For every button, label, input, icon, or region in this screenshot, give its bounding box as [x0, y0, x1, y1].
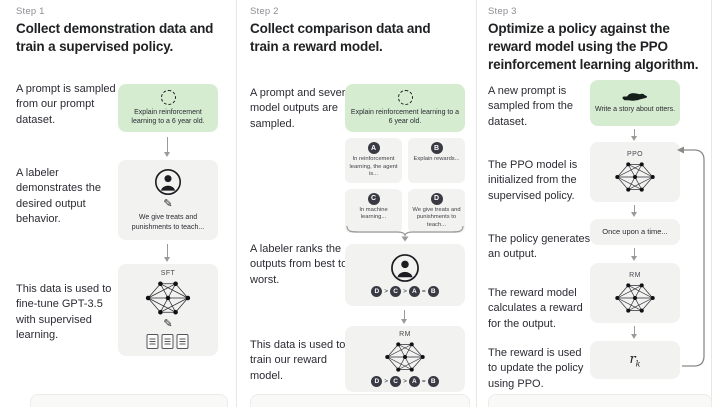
step2-caption-sampled: A prompt and several model outputs are s…: [250, 87, 354, 130]
pencil-icon: ✎: [163, 198, 173, 211]
step2-column: Step 2 Collect comparison data and train…: [250, 0, 468, 407]
step2-prompt-box: Explain reinforcement learning to a 6 ye…: [345, 84, 465, 132]
rank-circle: A: [408, 376, 420, 387]
step2-title: Collect comparison data and train a rewa…: [250, 21, 431, 54]
step2-label: Step 2: [250, 6, 279, 17]
step2-prompt-text: Explain reinforcement learning to a 6 ye…: [350, 108, 460, 125]
letter-a-badge: A: [367, 142, 380, 154]
arrow-down-icon: [400, 310, 407, 324]
next-section-card-top: [488, 394, 712, 407]
arrow-down-icon: [163, 244, 170, 262]
step2-caption-train: This data is used to train our reward mo…: [250, 339, 346, 382]
rank-circle: B: [427, 376, 439, 387]
ranking-row: D > C > A = B: [371, 376, 439, 387]
step1-label: Step 1: [16, 6, 45, 17]
otter-icon: [622, 93, 648, 101]
step1-sft-box: SFT ✎: [118, 264, 218, 356]
rank-separator: >: [403, 288, 407, 295]
curly-brace-icon: [346, 225, 464, 242]
column-divider: [711, 0, 712, 407]
ppo-model-label: PPO: [627, 151, 643, 158]
arrow-down-icon: [630, 205, 637, 217]
column-divider: [236, 0, 237, 407]
rank-circle: C: [390, 286, 402, 297]
next-section-card-top: [250, 394, 470, 407]
step3-caption-generates: The policy generates an output.: [488, 233, 591, 261]
step1-demonstration-text: We give treats and punishments to teach.…: [131, 214, 205, 231]
rank-separator: >: [384, 288, 389, 295]
documents-icon: [146, 334, 189, 349]
arrow-down-icon: [163, 137, 170, 157]
step3-rm-box: RM: [590, 263, 680, 323]
rank-circle: C: [390, 376, 402, 387]
person-icon: [155, 169, 181, 196]
arrow-down-icon: [630, 129, 637, 141]
letter-b-badge: B: [430, 142, 443, 154]
rank-separator: =: [421, 288, 426, 295]
reward-symbol: rk: [629, 351, 641, 369]
output-a-text: In reinforcement learning, the agent is.…: [349, 156, 398, 178]
rank-circle: D: [371, 286, 383, 297]
rm-model-label: RM: [399, 331, 411, 338]
rank-circle: B: [427, 286, 439, 297]
step3-prompt-box: Write a story about otters.: [590, 80, 680, 126]
step3-caption-new-prompt: A new prompt is sampled from the dataset…: [488, 85, 573, 128]
output-c-text: In machine learning...: [359, 206, 388, 221]
neural-network-icon: [615, 283, 655, 313]
dashed-circle-icon: [160, 89, 176, 105]
step2-rm-box: RM D > C > A =: [345, 326, 465, 392]
feedback-loop-arrow-icon: [677, 146, 705, 367]
step1-title: Collect demonstration data and train a s…: [16, 21, 214, 54]
sft-model-label: SFT: [160, 270, 176, 277]
letter-d-badge: D: [430, 192, 443, 205]
step1-prompt-text: Explain reinforcement learning to a 6 ye…: [131, 108, 205, 125]
letter-c-badge: C: [367, 192, 380, 205]
step3-ppo-box: PPO: [590, 142, 680, 202]
rm-model-label: RM: [629, 272, 641, 279]
step2-outputs-grid: A In reinforcement learning, the agent i…: [345, 138, 465, 234]
neural-network-icon: [615, 162, 655, 192]
output-d-text: We give treats and punishments to teach.…: [412, 206, 461, 228]
person-icon: [391, 254, 419, 282]
rank-separator: >: [403, 378, 407, 385]
step1-caption-labeler: A labeler demonstrates the desired outpu…: [16, 167, 101, 226]
output-c-box: C In machine learning...: [345, 188, 402, 234]
arrow-down-icon: [630, 326, 637, 339]
neural-network-icon: [145, 281, 191, 315]
step3-label: Step 3: [488, 6, 517, 17]
step3-output-text: Once upon a time...: [602, 226, 668, 236]
rank-separator: >: [384, 378, 389, 385]
step3-column: Step 3 Optimize a policy against the rew…: [488, 0, 712, 407]
rank-circle: A: [408, 286, 420, 297]
column-divider: [476, 0, 477, 407]
pencil-icon: ✎: [163, 318, 173, 330]
step2-caption-ranks: A labeler ranks the outputs from best to…: [250, 243, 348, 286]
next-section-card-top: [30, 394, 228, 407]
rank-circle: D: [371, 376, 383, 387]
step1-prompt-box: Explain reinforcement learning to a 6 ye…: [118, 84, 218, 132]
step3-caption-reward-calc: The reward model calculates a reward for…: [488, 287, 583, 330]
output-d-box: D We give treats and punishments to teac…: [408, 188, 465, 234]
step1-labeler-box: ✎ We give treats and punishments to teac…: [118, 160, 218, 240]
output-a-box: A In reinforcement learning, the agent i…: [345, 138, 402, 183]
step3-caption-ppo-init: The PPO model is initialized from the su…: [488, 159, 578, 202]
rank-separator: =: [421, 378, 426, 385]
output-b-box: B Explain rewards...: [408, 138, 465, 183]
step3-title: Optimize a policy against the reward mod…: [488, 21, 699, 72]
step3-prompt-text: Write a story about otters.: [595, 106, 676, 114]
step1-caption-prompt: A prompt is sampled from our prompt data…: [16, 83, 116, 126]
dashed-circle-icon: [397, 89, 413, 105]
step3-output-box: Once upon a time...: [590, 219, 680, 245]
step2-labeler-box: D > C > A = B: [345, 244, 465, 306]
step3-reward-box: rk: [590, 341, 680, 379]
step3-caption-update: The reward is used to update the policy …: [488, 347, 584, 390]
neural-network-icon: [385, 342, 425, 372]
arrow-down-icon: [630, 248, 637, 261]
output-b-text: Explain rewards...: [413, 156, 460, 162]
ranking-row: D > C > A = B: [371, 286, 439, 297]
step1-caption-finetune: This data is used to fine-tune GPT-3.5 w…: [16, 283, 112, 342]
step1-column: Step 1 Collect demonstration data and tr…: [16, 0, 232, 407]
